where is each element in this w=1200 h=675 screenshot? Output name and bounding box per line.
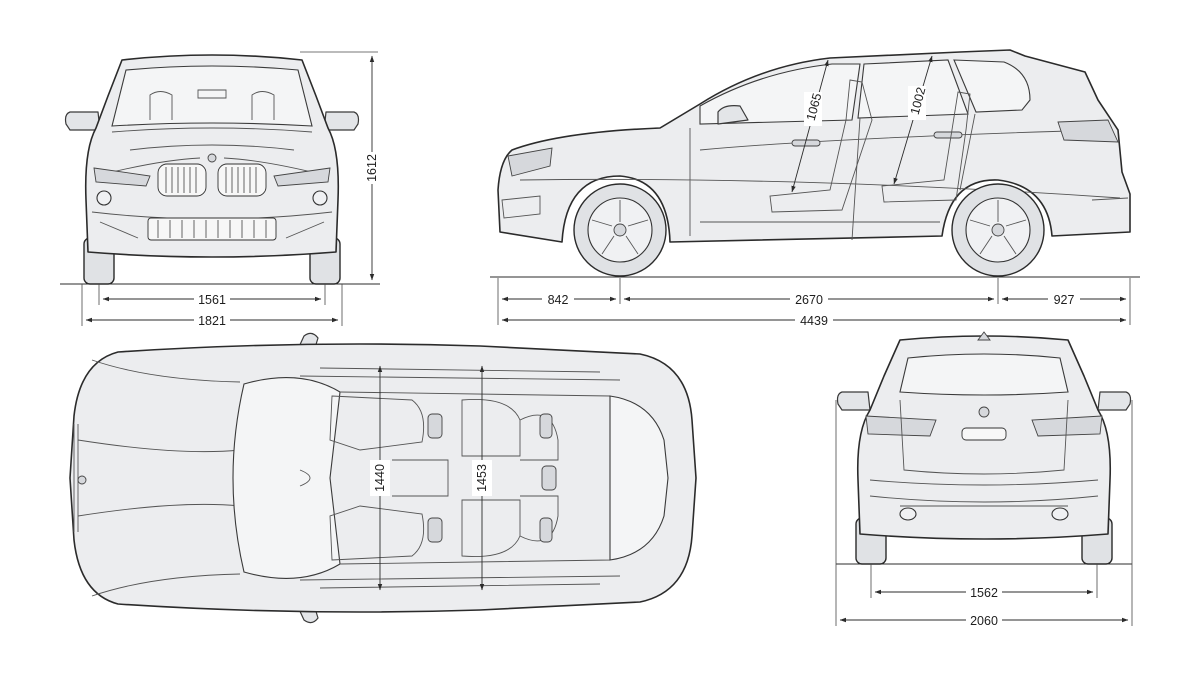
rear-shoulder-label: 1453 <box>475 464 489 492</box>
front-windshield <box>111 65 313 127</box>
wheelbase-label: 2670 <box>795 293 823 307</box>
front-right-mirror <box>323 111 360 131</box>
rear-left-taillight <box>865 415 937 437</box>
side-view: 1065 1002 842 2670 927 4439 <box>490 49 1140 328</box>
front-track-label: 1561 <box>198 293 226 307</box>
rear-window <box>899 353 1069 396</box>
side-quarter-window <box>953 59 1031 113</box>
front-logo-icon <box>207 153 217 163</box>
front-left-mirror <box>64 111 101 131</box>
rear-width-label: 2060 <box>970 614 998 628</box>
side-taillight <box>1057 119 1119 143</box>
top-windshield <box>232 377 341 579</box>
front-right-headlight <box>273 167 331 187</box>
length-label: 4439 <box>800 314 828 328</box>
top-rear-window <box>609 395 669 561</box>
front-shoulder-label: 1440 <box>373 464 387 492</box>
rear-track-label: 1562 <box>970 586 998 600</box>
front-lower-grille <box>147 217 277 241</box>
top-view: 1440 1453 <box>69 332 697 624</box>
rear-headroom-label: 1002 <box>908 86 929 117</box>
roof-antenna <box>977 331 991 341</box>
side-rear-door-handle <box>933 131 963 139</box>
front-view: 1612 1561 1821 <box>60 51 382 328</box>
side-rear-seat <box>881 91 971 203</box>
front-overhang-label: 842 <box>548 293 569 307</box>
front-headroom-label: 1065 <box>804 92 825 123</box>
front-height-label: 1612 <box>365 154 379 182</box>
rear-view: 1562 2060 <box>835 331 1133 628</box>
rear-right-exhaust <box>1051 507 1069 521</box>
front-left-headlight <box>93 167 151 187</box>
rear-plate-recess <box>961 427 1007 441</box>
rear-logo-icon <box>978 406 990 418</box>
rear-overhang-label: 927 <box>1054 293 1075 307</box>
top-rear-right-seat <box>461 499 521 557</box>
top-logo-icon <box>77 475 87 485</box>
rear-left-exhaust <box>899 507 917 521</box>
front-right-kidney-grille <box>217 163 267 197</box>
side-front-seat <box>769 79 873 213</box>
front-left-kidney-grille <box>157 163 207 197</box>
rear-right-taillight <box>1031 415 1103 437</box>
rear-right-mirror <box>1097 391 1132 411</box>
rear-left-mirror <box>836 391 871 411</box>
top-rear-left-seat <box>461 399 521 457</box>
front-width-label: 1821 <box>198 314 226 328</box>
front-left-fog-light <box>96 190 112 206</box>
front-right-fog-light <box>312 190 328 206</box>
side-headlight <box>507 147 553 177</box>
side-mirror <box>717 105 749 125</box>
